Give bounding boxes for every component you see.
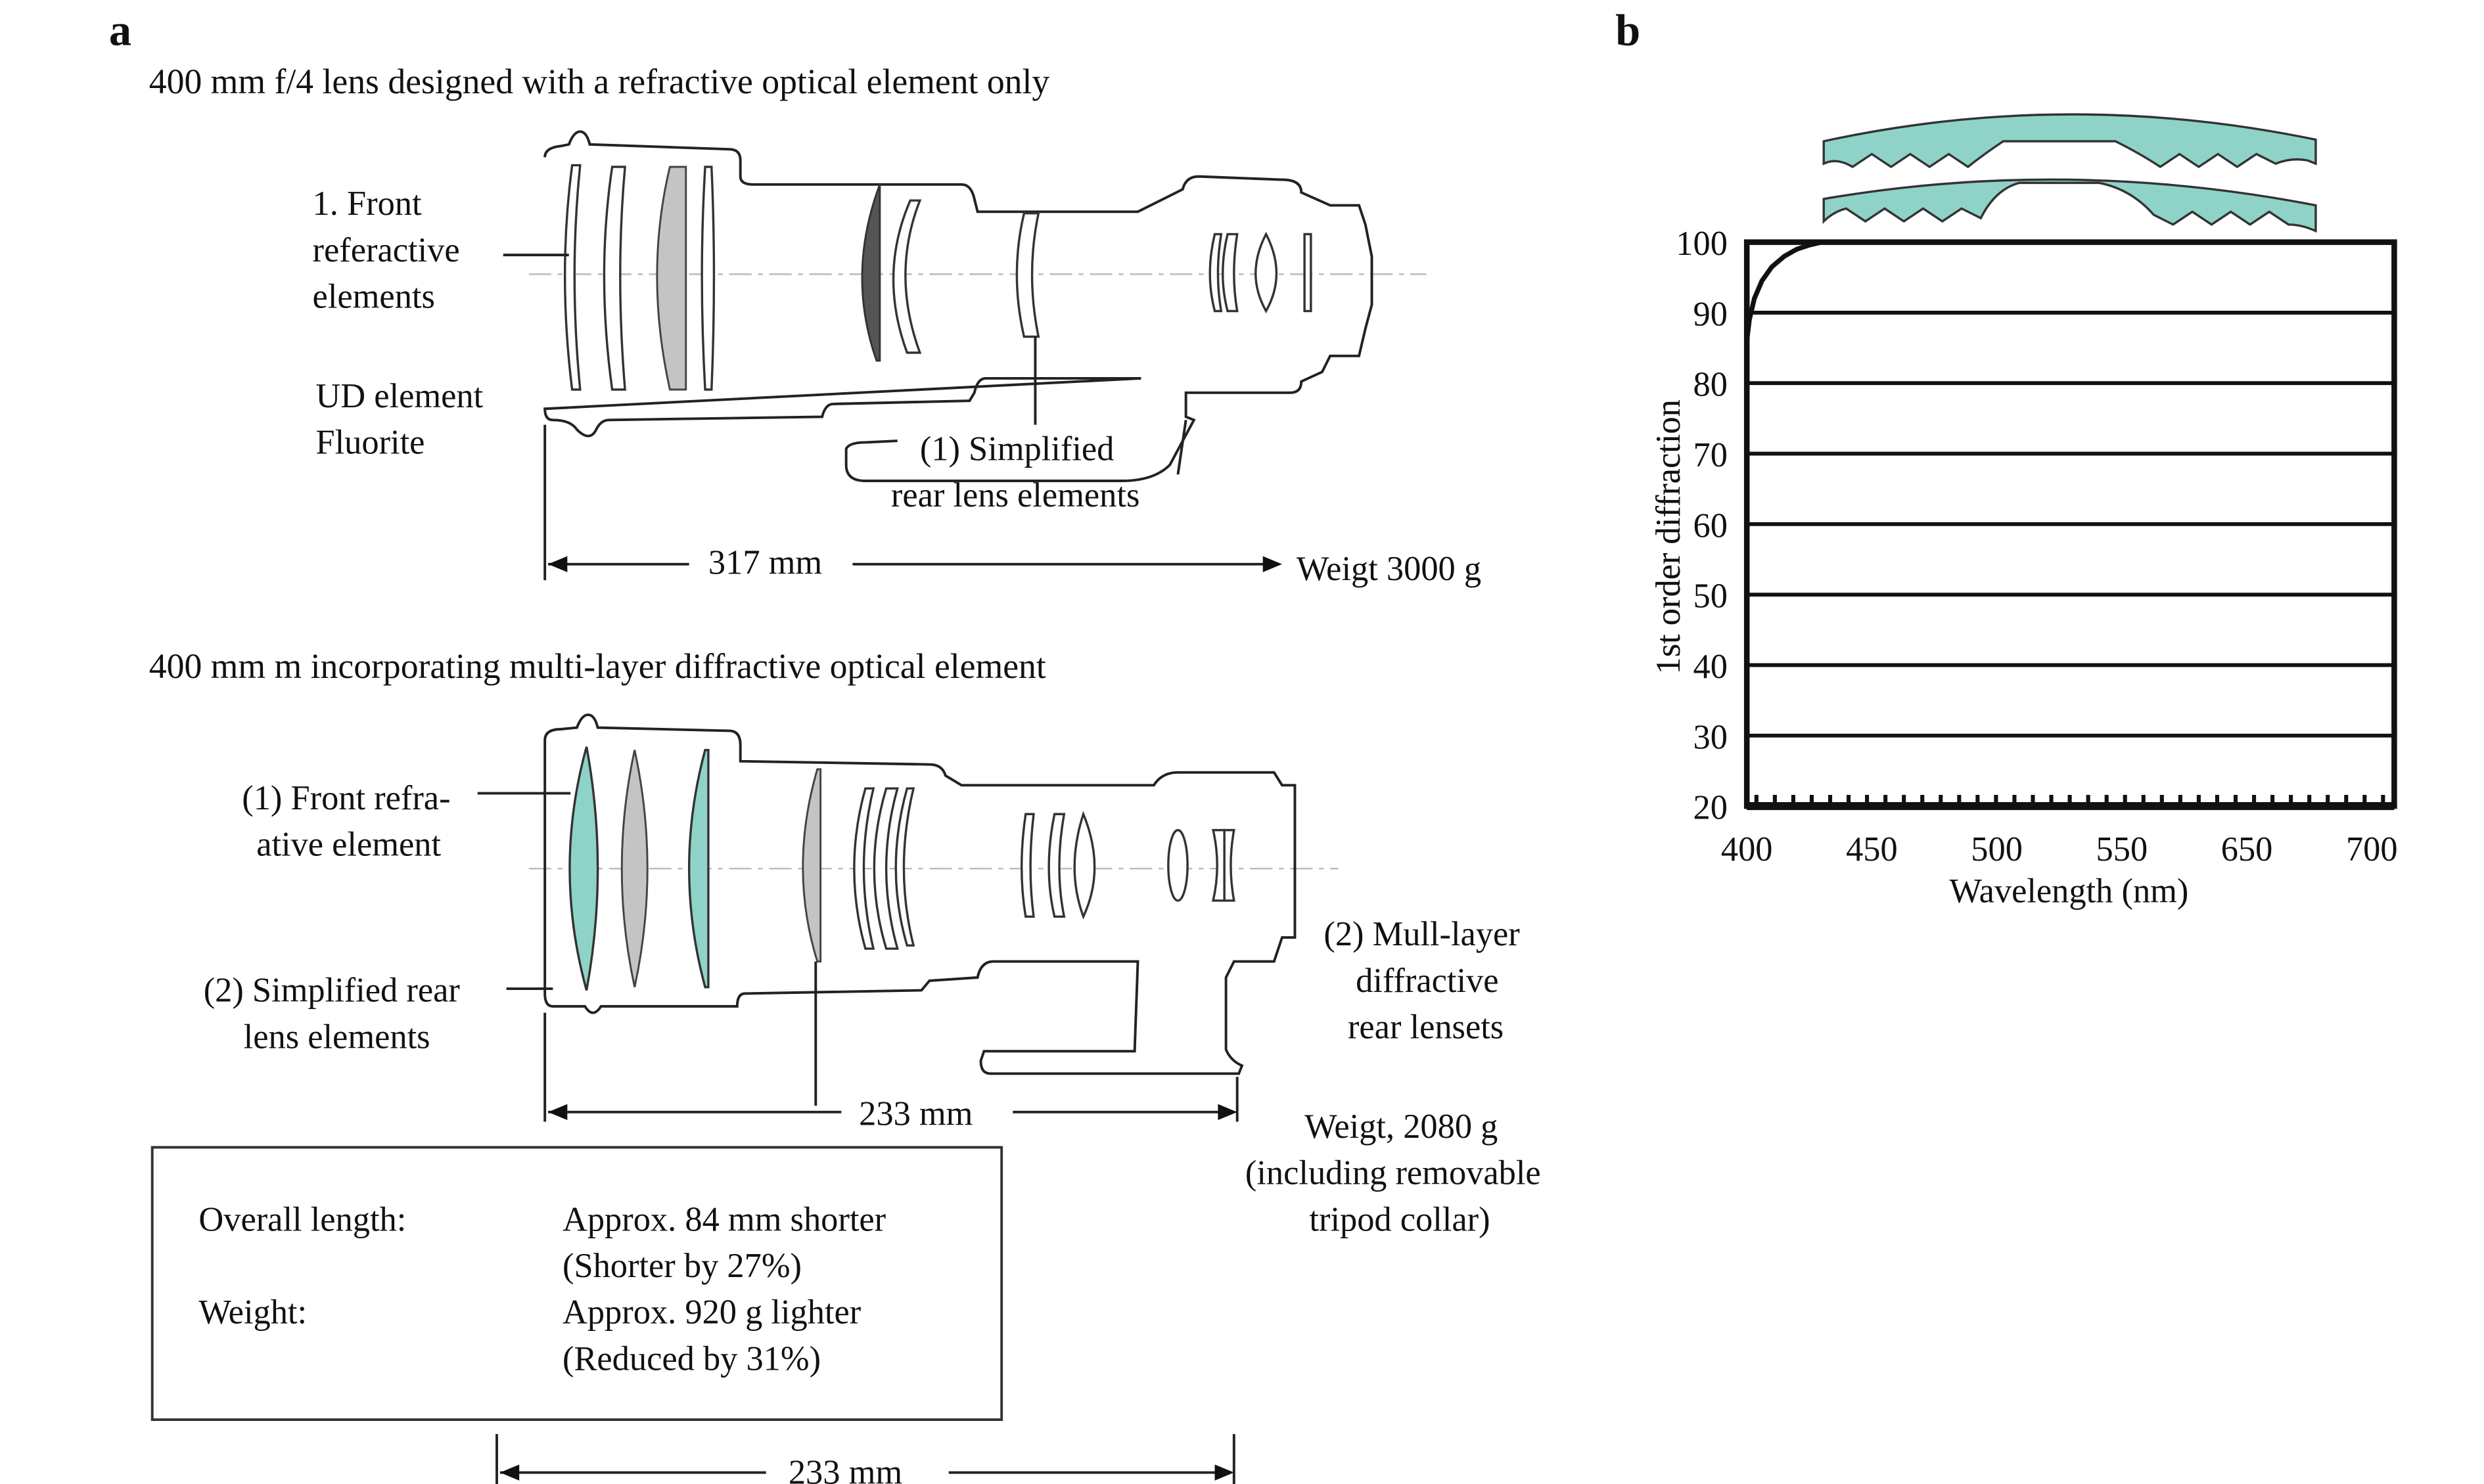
svg-text:(1) Simplified: (1) Simplified xyxy=(920,430,1115,468)
summary-box: Overall length: Approx. 84 mm shorter (S… xyxy=(150,1146,1003,1422)
summary-key: Weight: xyxy=(198,1293,307,1332)
summary-value: (Reduced by 31%) xyxy=(563,1339,821,1378)
bottom-dimension-2: 233 mm xyxy=(495,1434,1235,1484)
x-tick-label: 500 xyxy=(1971,830,2023,868)
x-tick-label: 650 xyxy=(2221,830,2273,868)
svg-text:233 mm: 233 mm xyxy=(789,1454,902,1484)
y-tick-label: 100 xyxy=(1676,225,1728,263)
y-tick-label: 80 xyxy=(1693,366,1728,404)
top-length: 317 mm xyxy=(708,543,822,581)
multilayer-label: (2) Mull-layer diffractive rear lensets xyxy=(1323,915,1519,1046)
svg-text:rear lens elements: rear lens elements xyxy=(891,476,1139,514)
efficiency-curve xyxy=(1744,239,2372,342)
x-tick-label: 400 xyxy=(1721,830,1773,868)
svg-text:diffractive: diffractive xyxy=(1356,962,1498,1000)
top-title: 400 mm f/4 lens designed with a refracti… xyxy=(149,62,1050,101)
bottom-rear-label: (2) Simplified rear lens elements xyxy=(204,972,460,1056)
summary-value: (Shorter by 27%) xyxy=(563,1247,802,1285)
x-tick-label: 450 xyxy=(1846,830,1898,868)
bottom-lens-body xyxy=(543,713,1297,1075)
panel-b-label: b xyxy=(1615,5,1640,55)
summary-value: Approx. 84 mm shorter xyxy=(563,1200,886,1238)
diffractive-front-element xyxy=(568,746,599,991)
svg-text:lens elements: lens elements xyxy=(244,1018,430,1056)
x-tick-label: 550 xyxy=(2096,830,2148,868)
top-dimension: 317 mm Weigt 3000 g xyxy=(543,424,1481,588)
svg-text:ative element: ative element xyxy=(256,826,441,864)
top-lens-body xyxy=(543,130,1373,482)
svg-text:Fluorite: Fluorite xyxy=(315,424,425,462)
y-tick-label: 20 xyxy=(1693,789,1728,827)
x-tick-label: 700 xyxy=(2346,830,2398,868)
svg-text:UD element: UD element xyxy=(315,377,483,415)
bottom-dimension: 233 mm xyxy=(543,1012,1239,1133)
bottom-length: 233 mm xyxy=(859,1094,973,1133)
bottom-weight: Weigt, 2080 g (including removable tripo… xyxy=(1245,1108,1541,1238)
x-axis-label: Wavelength (nm) xyxy=(1949,872,2188,910)
y-tick-label: 30 xyxy=(1693,718,1728,756)
bottom-front-label: (1) Front refra- ative element xyxy=(242,779,450,864)
y-tick-label: 70 xyxy=(1693,436,1728,474)
summary-key: Overall length: xyxy=(198,1200,406,1238)
panel-a-label: a xyxy=(109,5,131,55)
svg-text:(2) Simplified rear: (2) Simplified rear xyxy=(204,972,460,1010)
y-tick-label: 40 xyxy=(1693,648,1728,686)
top-rear-label: (1) Simplified rear lens elements xyxy=(891,430,1139,514)
svg-text:elements: elements xyxy=(313,278,435,316)
y-axis-label-parts: 1st order diffraction xyxy=(1649,399,1688,674)
svg-text:1. Front: 1. Front xyxy=(313,185,422,223)
svg-text:tripod collar): tripod collar) xyxy=(1309,1200,1490,1238)
y-tick-label: 50 xyxy=(1693,577,1728,616)
summary-value: Approx. 920 g lighter xyxy=(563,1293,861,1332)
top-ud-label: UD element Fluorite xyxy=(315,377,483,462)
bottom-title: 400 mm m incorporating multi-layer diffr… xyxy=(149,646,1046,686)
svg-text:Weigt, 2080 g: Weigt, 2080 g xyxy=(1304,1108,1498,1146)
svg-text:(2) Mull-layer: (2) Mull-layer xyxy=(1323,915,1519,953)
diffractive-element-inset xyxy=(1822,113,2317,233)
svg-text:rear lensets: rear lensets xyxy=(1348,1008,1504,1046)
y-tick-label: 90 xyxy=(1693,295,1728,333)
y-axis-label: 1st order diffraction 1st order diffract… xyxy=(1649,399,1688,674)
y-axis-label-text: 1st order diffraction xyxy=(1649,399,1688,674)
svg-text:referactive: referactive xyxy=(313,231,460,269)
bottom-lens-drawing xyxy=(477,713,1339,1106)
top-lens-drawing xyxy=(503,130,1427,482)
top-front-label: 1. Front referactive elements xyxy=(313,185,460,315)
fluorite-element xyxy=(861,184,881,362)
y-tick-label: 60 xyxy=(1693,506,1728,545)
top-weight: Weigt 3000 g xyxy=(1297,550,1481,588)
svg-text:(including removable: (including removable xyxy=(1245,1154,1541,1192)
svg-text:(1) Front refra-: (1) Front refra- xyxy=(242,779,450,817)
